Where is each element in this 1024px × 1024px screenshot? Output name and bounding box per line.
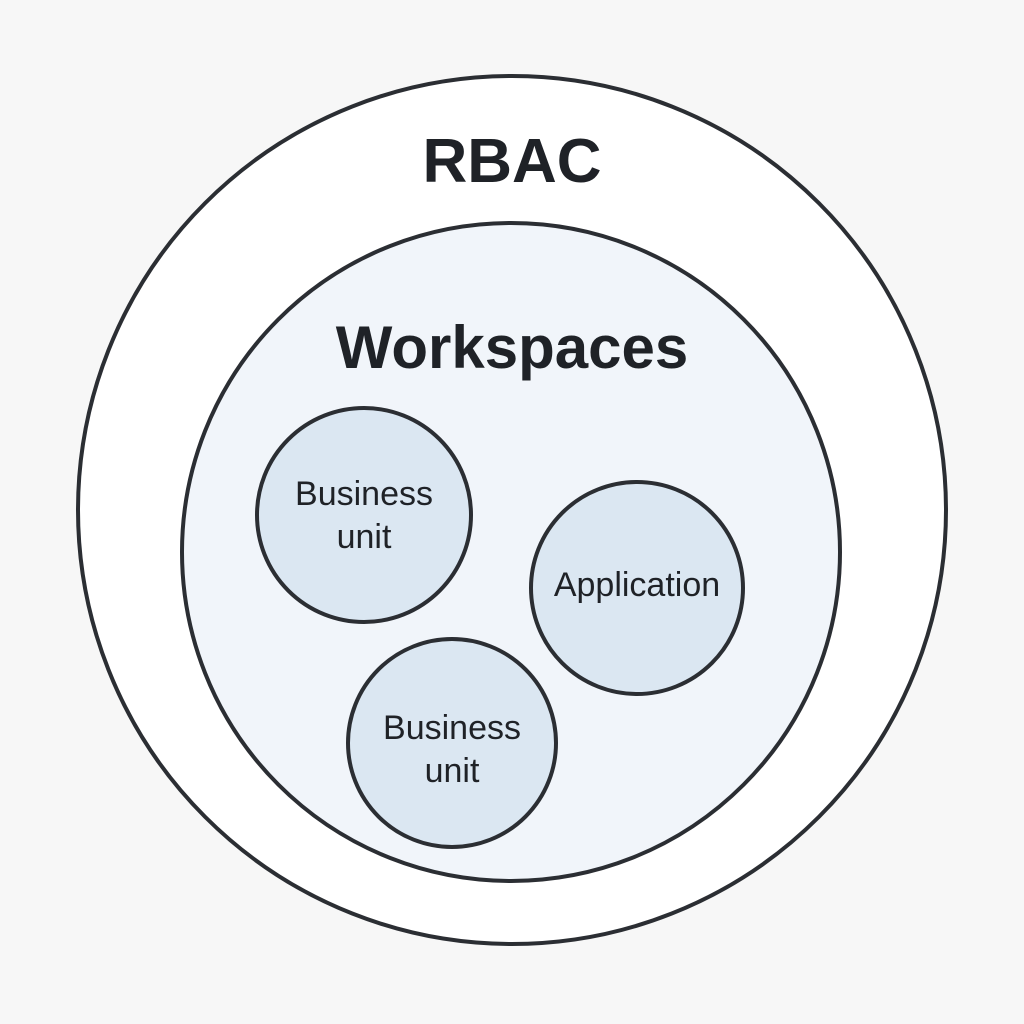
business-unit-circle	[255, 406, 473, 624]
business-unit-node-2: Business unit	[346, 637, 558, 849]
business-unit-node-1: Business unit	[255, 406, 473, 624]
application-node: Application	[529, 480, 745, 696]
workspaces-circle	[180, 221, 842, 883]
rbac-title: RBAC	[422, 127, 601, 196]
application-circle	[529, 480, 745, 696]
business-unit-label-line-2: unit	[425, 752, 480, 790]
workspaces-title: Workspaces	[336, 314, 688, 381]
application-label: Application	[554, 566, 720, 604]
business-unit-label-line-2: unit	[337, 518, 392, 556]
business-unit-circle	[346, 637, 558, 849]
business-unit-label-line-1: Business	[383, 709, 521, 747]
business-unit-label-line-1: Business	[295, 475, 433, 513]
